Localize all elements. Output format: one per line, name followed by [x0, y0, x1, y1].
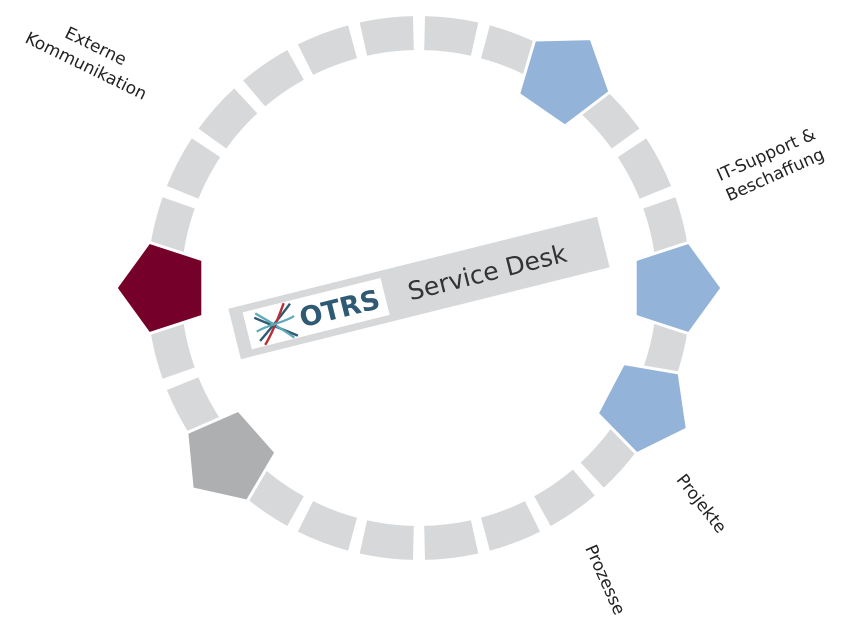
- ring-segment: [481, 25, 541, 75]
- otrs-cross-lines-icon: [253, 302, 299, 346]
- ring-segment: [359, 16, 414, 56]
- ring-segment: [166, 138, 221, 199]
- logo-box: [242, 278, 390, 350]
- pentagon-it-support-beschaffung: [517, 37, 612, 128]
- ring-segment: [534, 469, 595, 526]
- ring-segment: [643, 321, 689, 379]
- ring-segment: [198, 88, 258, 149]
- ring-segment: [481, 501, 541, 551]
- ring-segment: [243, 50, 304, 107]
- ring-segment: [643, 197, 689, 255]
- ring-segment: [149, 321, 195, 379]
- pentagon-externe-kommunikation: [114, 240, 205, 336]
- ring-segment: [149, 197, 195, 255]
- ring-segment: [359, 520, 414, 560]
- ring-segment: [297, 501, 357, 551]
- ring-segment: [424, 16, 479, 56]
- pentagon-unlabeled-gray: [185, 408, 278, 503]
- pentagon-group: [114, 37, 724, 503]
- pentagon-projekte: [633, 240, 724, 336]
- ring-segment: [424, 520, 479, 560]
- segment-ring: [149, 16, 689, 560]
- ring-segment: [617, 138, 672, 199]
- ring-segment: [297, 25, 357, 75]
- pentagon-prozesse: [595, 362, 689, 456]
